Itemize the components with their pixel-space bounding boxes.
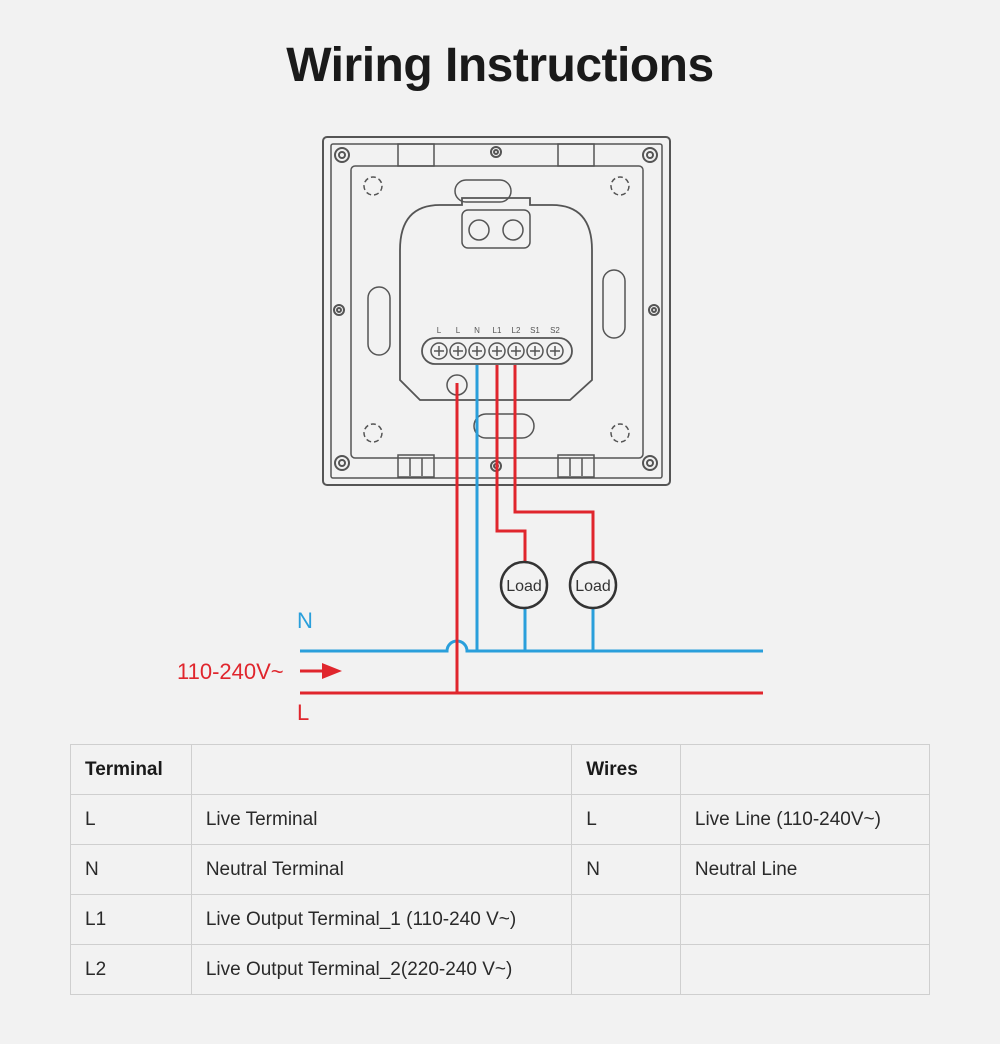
terminal-cell: L1 xyxy=(70,894,192,945)
terminal-label: L2 xyxy=(512,326,521,335)
edge-screw-icon xyxy=(648,304,660,316)
terminal-cell: N xyxy=(70,844,192,895)
l2-output-wire xyxy=(513,365,595,562)
table-row: L1 Live Output Terminal_1 (110-240 V~) xyxy=(70,894,931,945)
terminal-screw-icon xyxy=(507,342,525,360)
terminal-desc-cell: Live Output Terminal_2(220-240 V~) xyxy=(190,944,573,995)
edge-screw-icon xyxy=(490,146,502,158)
wire-cell: L xyxy=(571,794,681,845)
header-cell xyxy=(679,744,931,795)
terminal-screw-icon xyxy=(468,342,486,360)
wiring-diagram: L L N L1 L2 S1 S2 Load Load N L 110-240V… xyxy=(177,136,763,725)
wire-cell xyxy=(571,894,681,945)
terminal-desc-cell: Live Terminal xyxy=(190,794,573,845)
terminal-screw-icon xyxy=(488,342,506,360)
header-cell: Terminal xyxy=(70,744,192,795)
live-label: L xyxy=(297,700,309,725)
clip xyxy=(557,454,595,478)
corner-screw-icon xyxy=(334,147,350,163)
neutral-label: N xyxy=(297,608,313,633)
terminal-label: L1 xyxy=(493,326,502,335)
terminal-label: L xyxy=(456,326,461,335)
table-row: L2 Live Output Terminal_2(220-240 V~) xyxy=(70,944,931,995)
edge-screw-icon xyxy=(333,304,345,316)
load-1: Load xyxy=(499,560,549,610)
terminal-cell: L xyxy=(70,794,192,845)
load-label: Load xyxy=(506,578,542,595)
terminal-screw-icon xyxy=(449,342,467,360)
terminal-desc-cell: Live Output Terminal_1 (110-240 V~) xyxy=(190,894,573,945)
l1-output-wire xyxy=(495,365,527,562)
wire-desc-cell xyxy=(679,894,931,945)
terminal-label: L xyxy=(437,326,442,335)
wire-desc-cell: Neutral Line xyxy=(679,844,931,895)
module-body xyxy=(399,197,593,401)
load-icon xyxy=(568,560,618,610)
load-label: Load xyxy=(575,578,611,595)
clip xyxy=(397,454,435,478)
clip xyxy=(557,143,595,167)
terminal-screws xyxy=(430,342,564,360)
clip xyxy=(397,143,435,167)
terminal-label: S1 xyxy=(530,326,540,335)
header-cell xyxy=(190,744,573,795)
terminal-desc-cell: Neutral Terminal xyxy=(190,844,573,895)
neutral-bus-wire xyxy=(300,639,763,653)
terminal-screw-icon xyxy=(430,342,448,360)
wiring-table: Terminal Wires L Live Terminal L Live Li… xyxy=(70,744,931,995)
terminal-cell: L2 xyxy=(70,944,192,995)
terminal-label: S2 xyxy=(550,326,560,335)
wire-desc-cell xyxy=(679,944,931,995)
wire-desc-cell: Live Line (110-240V~) xyxy=(679,794,931,845)
page-title: Wiring Instructions xyxy=(286,39,714,92)
terminal-screw-icon xyxy=(526,342,544,360)
load-2: Load xyxy=(568,560,618,610)
corner-screw-icon xyxy=(642,455,658,471)
load-icon xyxy=(499,560,549,610)
wire-cell xyxy=(571,944,681,995)
terminal-block xyxy=(421,337,573,365)
corner-screw-icon xyxy=(642,147,658,163)
header-cell: Wires xyxy=(571,744,681,795)
wire-cell: N xyxy=(571,844,681,895)
table-row: N Neutral Terminal N Neutral Line xyxy=(70,844,931,895)
voltage-label: 110-240V~ xyxy=(177,659,284,684)
corner-screw-icon xyxy=(334,455,350,471)
terminal-screw-icon xyxy=(546,342,564,360)
terminal-label: N xyxy=(474,326,480,335)
arrow-right-icon xyxy=(300,663,342,679)
table-row: L Live Terminal L Live Line (110-240V~) xyxy=(70,794,931,845)
table-header-row: Terminal Wires xyxy=(70,744,931,795)
